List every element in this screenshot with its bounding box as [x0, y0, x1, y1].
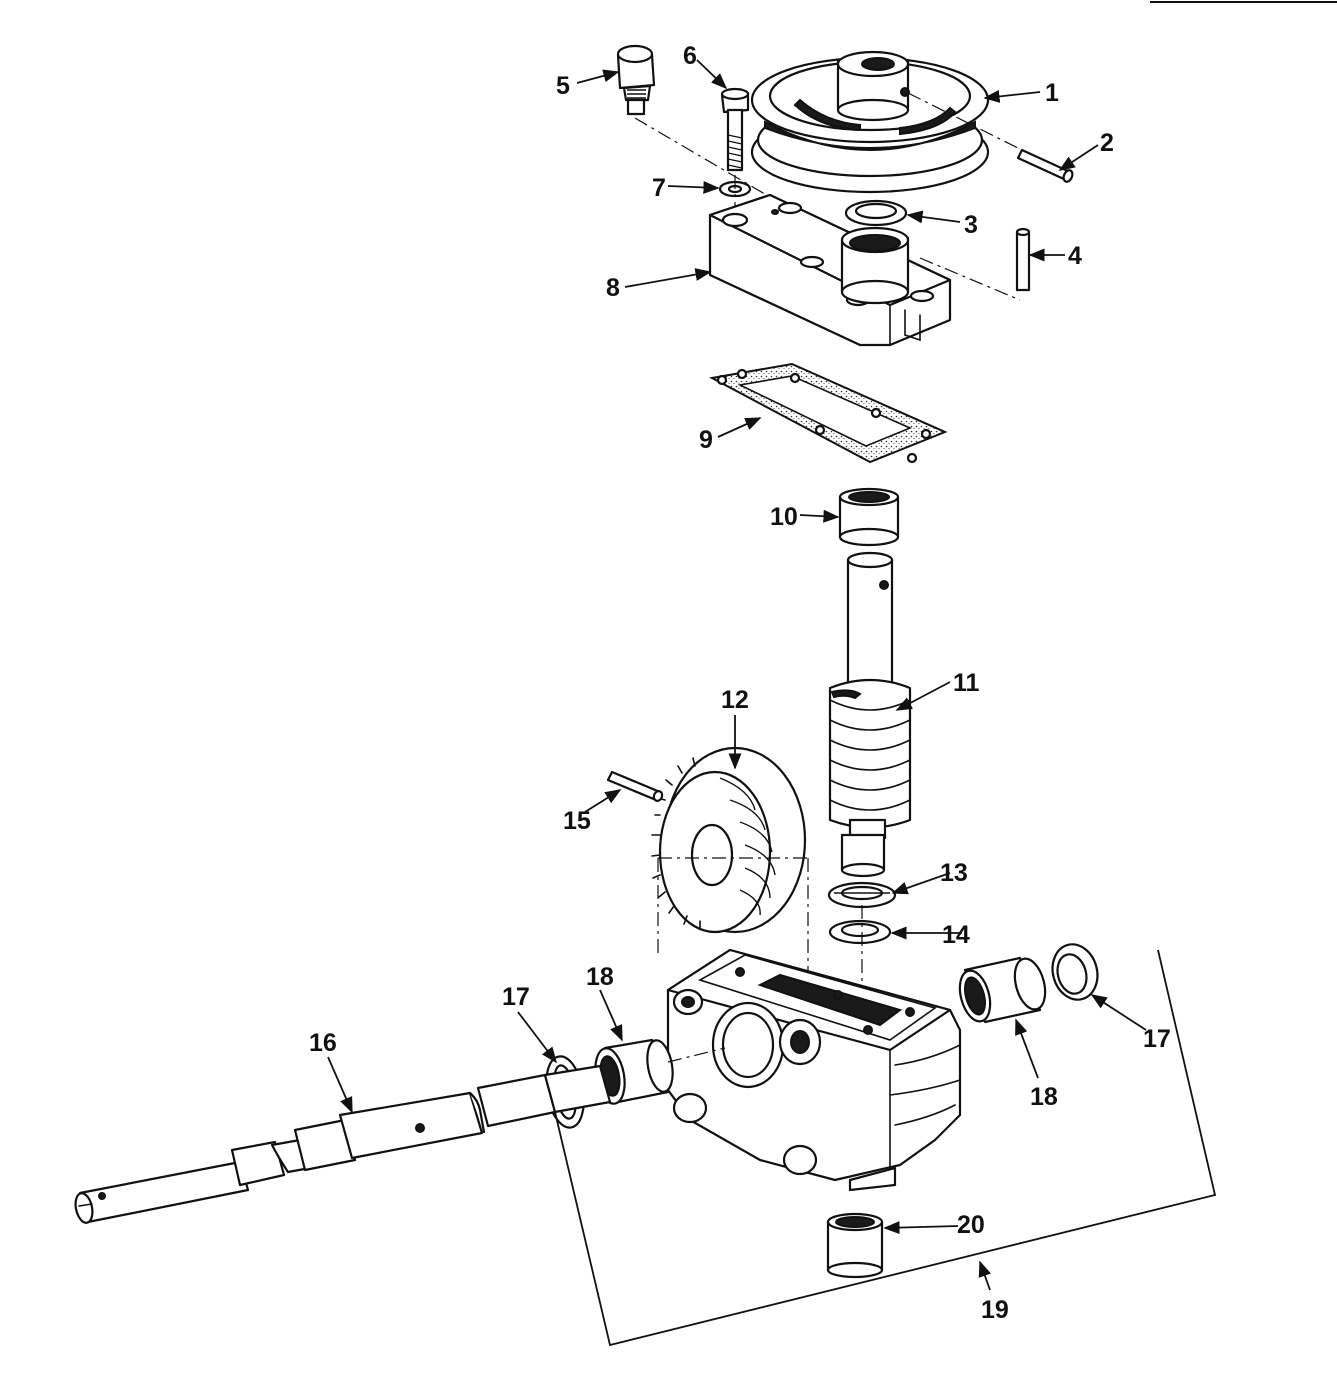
callout-9: 9 — [699, 426, 713, 454]
bracket-19 — [554, 949, 1217, 1347]
callout-7: 7 — [652, 174, 666, 202]
worm-shaft-part — [828, 551, 912, 878]
callout-5: 5 — [556, 72, 570, 100]
needle-bearing-part-18-right — [958, 956, 1047, 1024]
gear-cover-part — [708, 193, 952, 347]
callout-1: 1 — [1045, 79, 1059, 107]
oil-seal-part-17-right — [1051, 943, 1099, 1001]
callout-18-left: 18 — [586, 963, 614, 991]
callout-6: 6 — [683, 42, 697, 70]
callout-20: 20 — [957, 1211, 985, 1239]
callout-17-left: 17 — [502, 983, 530, 1011]
bolt-part — [720, 87, 750, 172]
worm-gear-part — [651, 746, 807, 934]
gasket-part — [708, 362, 948, 464]
roll-pin-part-15 — [606, 770, 664, 802]
leader-lines — [327, 59, 1147, 1291]
callout-15: 15 — [563, 807, 591, 835]
callout-3: 3 — [964, 211, 978, 239]
oil-seal-part — [844, 199, 908, 227]
gear-housing-part — [666, 948, 962, 1192]
pulley-part — [750, 50, 990, 194]
needle-bearing-part-10 — [838, 487, 900, 547]
callout-labels: 1 2 3 4 5 6 7 8 9 10 11 12 13 14 15 16 1… — [309, 42, 1171, 1324]
filler-plug-part — [616, 44, 656, 116]
callout-11: 11 — [953, 669, 980, 697]
thrust-bearing-part — [827, 881, 897, 909]
callout-19: 19 — [981, 1296, 1009, 1324]
dowel-pin-part — [1015, 227, 1031, 292]
callout-18-right: 18 — [1030, 1083, 1058, 1111]
callout-13: 13 — [940, 859, 968, 887]
callout-16: 16 — [309, 1029, 337, 1057]
callout-10: 10 — [770, 503, 798, 531]
callout-12: 12 — [721, 686, 749, 714]
callout-2: 2 — [1100, 129, 1114, 157]
callout-4: 4 — [1068, 242, 1082, 270]
callout-8: 8 — [606, 274, 620, 302]
callout-17-right: 17 — [1143, 1025, 1171, 1053]
bearing-part-20 — [826, 1212, 884, 1279]
callout-14: 14 — [942, 921, 970, 949]
thrust-washer-part — [828, 919, 892, 945]
